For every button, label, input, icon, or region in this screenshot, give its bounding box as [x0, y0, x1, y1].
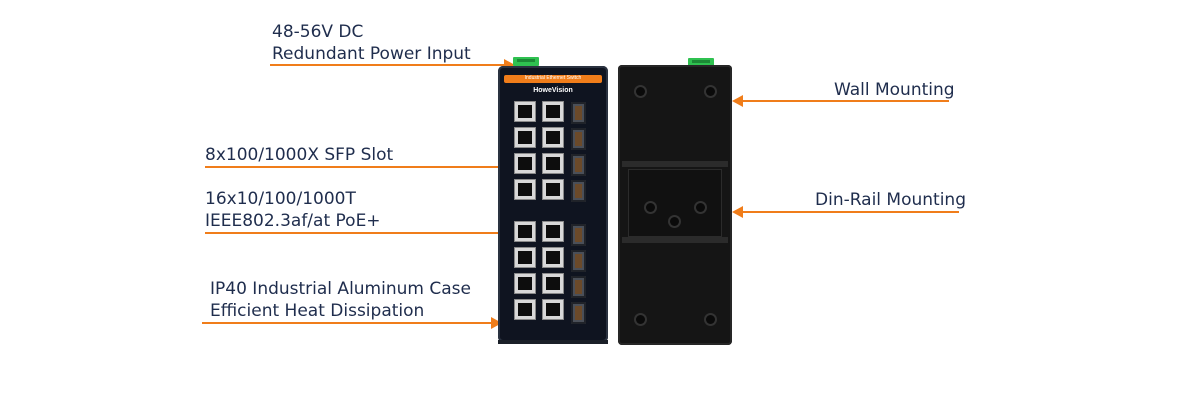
- rj45-port: [514, 273, 536, 294]
- mount-screw-icon: [706, 87, 715, 96]
- sfp-slot: [571, 302, 586, 324]
- rj45-port: [514, 247, 536, 268]
- rj45-port: [542, 101, 564, 122]
- rj45-port: [542, 153, 564, 174]
- sfp-slot-label: 8x100/1000X SFP Slot: [205, 144, 393, 166]
- rj45-port: [514, 179, 536, 200]
- poe-standard-text: IEEE802.3af/at PoE+: [205, 211, 381, 231]
- rj45-port: [542, 273, 564, 294]
- sfp-slot-text: 8x100/1000X SFP Slot: [205, 145, 394, 165]
- mount-screw-icon: [636, 87, 645, 96]
- rj45-port: [542, 127, 564, 148]
- sfp-slot: [571, 276, 586, 298]
- brand-logo: HoweVision: [533, 87, 573, 94]
- bracket-screw-icon: [670, 217, 679, 226]
- poe-arrow: [205, 227, 512, 239]
- case-material-text: IP40 Industrial Aluminum Case: [210, 279, 471, 299]
- rj45-port: [542, 221, 564, 242]
- rj45-port: [514, 221, 536, 242]
- sfp-slot: [571, 224, 586, 246]
- side-power-terminal: [688, 58, 714, 67]
- mount-screw-icon: [636, 315, 645, 324]
- sfp-slot: [571, 250, 586, 272]
- case-heat-text: Efficient Heat Dissipation: [210, 301, 425, 321]
- din-rail-top: [622, 161, 728, 167]
- front-base: [498, 340, 608, 344]
- sfp-slot: [571, 154, 586, 176]
- case-arrow: [202, 317, 502, 329]
- wall-mount-label: Wall Mounting: [834, 79, 955, 101]
- bracket-screw-icon: [646, 203, 655, 212]
- rj45-port: [514, 101, 536, 122]
- din-rail-bottom: [622, 237, 728, 243]
- rj45-port: [542, 179, 564, 200]
- front-title-band: [504, 75, 602, 83]
- sfp-slot: [571, 180, 586, 202]
- front-power-terminal: [513, 57, 539, 66]
- wall-mount-text: Wall Mounting: [834, 80, 955, 100]
- power-input-label: 48-56V DC Redundant Power Input: [272, 21, 471, 65]
- sfp-slot: [571, 128, 586, 150]
- poe-ports-label: 16x10/100/1000T IEEE802.3af/at PoE+: [205, 188, 381, 232]
- wall-arrow: [732, 95, 949, 107]
- power-voltage-text: 48-56V DC: [272, 22, 364, 42]
- rj45-port: [542, 299, 564, 320]
- power-redundant-text: Redundant Power Input: [272, 44, 471, 64]
- front-title: Industrial Ethernet Switch: [524, 75, 582, 81]
- sfp-slot: [571, 102, 586, 124]
- din-rail-bracket: [628, 169, 722, 237]
- switch-front-panel: Industrial Ethernet Switch HoweVision: [498, 66, 608, 344]
- switch-side-panel: [618, 65, 732, 345]
- din-rail-label: Din-Rail Mounting: [815, 189, 966, 211]
- din-rail-text: Din-Rail Mounting: [815, 190, 966, 210]
- rj45-port: [514, 127, 536, 148]
- bracket-screw-icon: [696, 203, 705, 212]
- rj45-port: [542, 247, 564, 268]
- din-arrow: [732, 206, 959, 218]
- poe-ports-text: 16x10/100/1000T: [205, 189, 356, 209]
- power-arrow: [270, 59, 515, 71]
- rj45-port: [514, 153, 536, 174]
- mount-screw-icon: [706, 315, 715, 324]
- rj45-port: [514, 299, 536, 320]
- case-label: IP40 Industrial Aluminum Case Efficient …: [210, 278, 471, 322]
